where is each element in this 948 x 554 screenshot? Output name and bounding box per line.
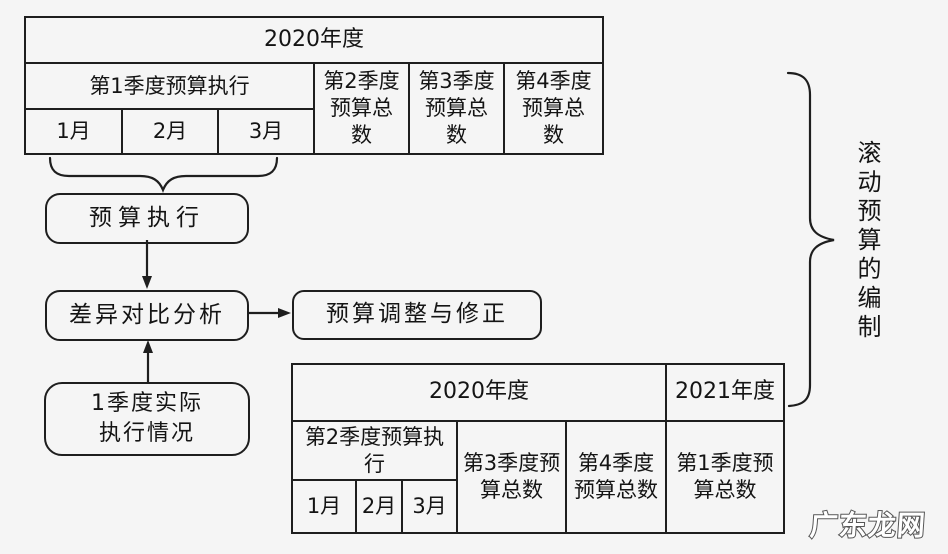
q1-actual-execution-box: 1季度实际 执行情况: [44, 382, 250, 456]
arrow-down-icon: [142, 240, 152, 289]
variance-analysis-box: 差异对比分析: [45, 290, 249, 341]
bottom-table-year-2020-header: 2020年度: [292, 364, 666, 421]
bottom-table-q4-total-cell: 第4季度 预算总数: [566, 421, 666, 533]
top-table-q2-total-cell: 第2季度 预算总 数: [314, 63, 409, 154]
budget-adjustment-box: 预算调整与修正: [292, 290, 542, 340]
bottom-table-month-feb: 2月: [356, 480, 402, 533]
budget-execution-box: 预算执行: [45, 193, 249, 244]
rolling-budget-label: 滚动预算的编制: [853, 140, 881, 343]
underbrace-icon: [48, 156, 279, 193]
watermark-text: 广东龙网: [808, 508, 928, 543]
top-table-q1-exec-header: 第1季度预算执行: [25, 63, 314, 109]
top-table-year-header: 2020年度: [25, 17, 603, 63]
top-budget-table: 2020年度 第1季度预算执行 第2季度 预算总 数 第3季度 预算总 数 第4…: [24, 16, 604, 155]
bottom-table-month-jan: 1月: [292, 480, 356, 533]
bottom-table-q1-total-cell: 第1季度预 算总数: [666, 421, 784, 533]
right-brace-icon: [786, 71, 835, 408]
bottom-table-q3-total-cell: 第3季度预 算总数: [457, 421, 566, 533]
bottom-table-year-2021-header: 2021年度: [666, 364, 784, 421]
top-table-q4-total-cell: 第4季度 预算总 数: [504, 63, 603, 154]
top-table-month-feb: 2月: [122, 109, 218, 154]
bottom-table-q2-exec-header: 第2季度预算执 行: [292, 421, 457, 480]
arrow-up-icon: [143, 340, 153, 382]
top-table-month-mar: 3月: [218, 109, 314, 154]
bottom-budget-table: 2020年度 2021年度 第2季度预算执 行 第3季度预 算总数 第4季度 预…: [291, 363, 785, 534]
top-table-q3-total-cell: 第3季度 预算总 数: [409, 63, 504, 154]
top-table-month-jan: 1月: [25, 109, 122, 154]
arrow-right-icon: [247, 308, 291, 318]
bottom-table-month-mar: 3月: [402, 480, 457, 533]
